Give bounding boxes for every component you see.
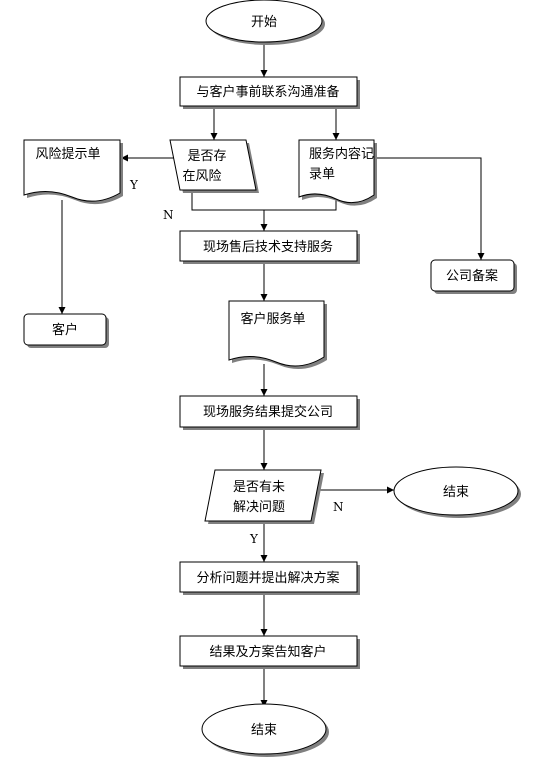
start-node: 开始: [205, 0, 325, 45]
notify-customer-label: 结果及方案告知客户: [209, 644, 326, 660]
customer-label: 客户: [52, 322, 78, 338]
service-record-line2: 录单: [309, 167, 335, 182]
end-bottom-label: 结束: [251, 723, 277, 738]
unsolved-decision-line1: 是否有未: [233, 480, 285, 495]
analyze-label: 分析问题并提出解决方案: [196, 570, 339, 586]
service-record-document: 服务内容记 录单: [298, 139, 377, 206]
risk-decision-line2: 在风险: [182, 169, 221, 184]
edge-labels: Y N N Y: [129, 178, 344, 546]
analyze-process: 分析问题并提出解决方案: [179, 561, 360, 595]
edge-risk-no-to-onsite: [191, 190, 264, 211]
edges: [58, 43, 485, 707]
unsolved-no-label: N: [333, 500, 344, 514]
customer-node: 客户: [23, 313, 109, 348]
onsite-service-label: 现场售后技术支持服务: [203, 239, 333, 255]
company-file-label: 公司备案: [446, 268, 498, 284]
unsolved-yes-label: Y: [249, 532, 259, 546]
risk-reminder-document: 风险提示单: [23, 139, 123, 205]
onsite-service-process: 现场售后技术支持服务: [179, 230, 360, 264]
prepare-label: 与客户事前联系沟通准备: [196, 84, 339, 100]
risk-decision: 是否存 在风险: [169, 139, 259, 193]
prepare-process: 与客户事前联系沟通准备: [179, 76, 360, 109]
risk-yes-label: Y: [129, 178, 139, 192]
edge-service-record-merge: [264, 200, 337, 211]
risk-decision-line1: 是否存: [187, 149, 226, 164]
start-label: 开始: [251, 15, 277, 30]
risk-no-label: N: [163, 208, 174, 222]
customer-service-doc-label: 客户服务单: [240, 311, 305, 327]
company-file-node: 公司备案: [430, 259, 517, 294]
risk-reminder-label: 风险提示单: [35, 146, 100, 162]
customer-service-document: 客户服务单: [228, 300, 327, 369]
unsolved-decision: 是否有未 解决问题: [204, 469, 324, 524]
unsolved-decision-line2: 解决问题: [233, 500, 285, 515]
end-node-right: 结束: [393, 466, 521, 518]
notify-customer-process: 结果及方案告知客户: [179, 635, 360, 669]
end-right-label: 结束: [443, 485, 469, 500]
service-record-line1: 服务内容记: [309, 146, 374, 162]
submit-results-process: 现场服务结果提交公司: [179, 395, 360, 430]
edge-service-record-to-company-file: [375, 157, 485, 260]
end-node-bottom: 结束: [201, 703, 329, 757]
submit-results-label: 现场服务结果提交公司: [203, 404, 333, 420]
